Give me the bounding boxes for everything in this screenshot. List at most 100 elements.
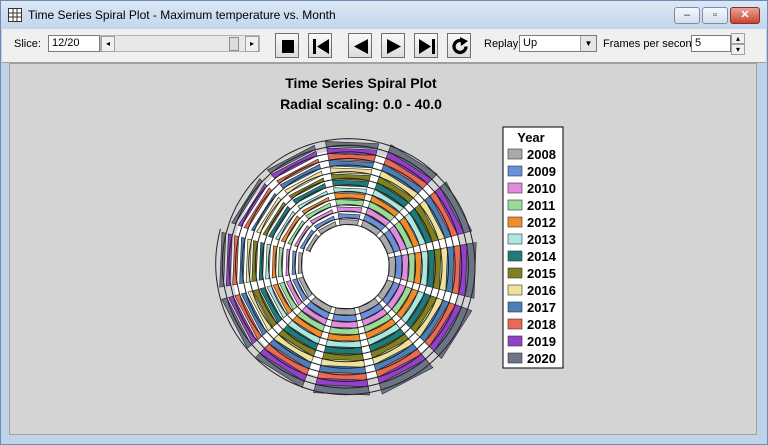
legend-label-2019: 2019 (527, 334, 556, 349)
spiral-bar-2012-nov (272, 283, 293, 315)
spiral-bar-2009-nov (292, 278, 308, 302)
legend-label-2016: 2016 (527, 283, 556, 298)
legend-swatch-2012 (507, 216, 523, 228)
legend: Year 2008 2009 2010 2011 2012 2013 2014 2015 201… (502, 126, 564, 369)
window-title: Time Series Spiral Plot - Maximum temper… (28, 8, 336, 22)
spiral-bar-2020-apr (388, 144, 438, 180)
fps-input[interactable]: 5 (691, 35, 731, 52)
legend-swatch-2010 (507, 182, 523, 194)
refresh-icon (452, 37, 468, 55)
spiral-bar-2012-feb (301, 196, 330, 214)
slice-label: Slice: (14, 38, 41, 50)
legend-label-2012: 2012 (527, 215, 556, 230)
fps-label: Frames per second: (603, 38, 701, 50)
legend-swatch-2018 (507, 318, 523, 330)
legend-label-2014: 2014 (527, 249, 557, 264)
legend-swatch-2016 (507, 284, 523, 296)
replay-select[interactable]: Up ▼ (519, 35, 597, 52)
spiral-bar-2020-may (439, 181, 473, 234)
previous-frame-button[interactable] (348, 33, 372, 58)
legend-swatch-2013 (507, 233, 523, 245)
legend-swatch-2014 (507, 250, 523, 262)
stop-button[interactable] (275, 33, 299, 58)
plot-area: Time Series Spiral Plot Radial scaling: … (9, 63, 757, 435)
next-frame-button[interactable] (381, 33, 405, 58)
legend-swatch-2019 (507, 335, 523, 347)
spiral-bar-2013-nov (266, 285, 288, 319)
legend-label-2017: 2017 (527, 300, 556, 315)
spiral-bar-2011-nov (278, 281, 298, 311)
spiral-bar-2020-nov (221, 297, 252, 349)
legend-label-2010: 2010 (527, 181, 556, 196)
legend-label-2008: 2008 (527, 147, 556, 162)
spiral-bar-2019-feb (270, 150, 318, 179)
spin-up-icon[interactable]: ▴ (731, 33, 745, 44)
replay-select-value: Up (523, 37, 538, 49)
last-frame-button[interactable] (414, 33, 438, 58)
chevron-down-icon[interactable]: ▼ (580, 36, 596, 51)
legend-swatch-2020 (507, 352, 523, 364)
minimize-button[interactable]: – (674, 7, 700, 24)
spiral-bar-2014-nov (259, 287, 283, 324)
legend-label-2009: 2009 (527, 164, 556, 179)
spiral-bar-2013-feb (297, 190, 328, 209)
spiral-bar-2019-nov (228, 295, 257, 345)
spiral-bar-2014-jan (268, 205, 291, 238)
spiral-bar-2012-jan (280, 215, 301, 243)
spiral-plot-app-icon (8, 8, 22, 22)
play-forward-icon (387, 39, 401, 54)
spiral-chart: Time Series Spiral Plot Radial scaling: … (215, 75, 564, 396)
spin-down-icon[interactable]: ▾ (731, 44, 745, 55)
replay-button[interactable] (447, 33, 471, 58)
legend-swatch-2009 (507, 165, 523, 177)
play-backward-icon (354, 39, 368, 54)
spiral-bar-2016-jan (256, 196, 282, 234)
spiral-bar-2010-feb (309, 209, 334, 225)
title-bar[interactable]: Time Series Spiral Plot - Maximum temper… (1, 1, 767, 29)
slice-right-arrow[interactable]: ▸ (245, 36, 259, 52)
spiral-baseline (215, 138, 476, 396)
spiral-bar-2015-feb (288, 177, 325, 199)
slice-slider[interactable]: ◂ ▸ (100, 35, 260, 52)
spiral-bar-2011-feb (305, 202, 332, 220)
slice-slider-thumb[interactable] (229, 37, 239, 51)
slice-input[interactable]: 12/20 (48, 35, 100, 52)
spiral-bar-2016-feb (284, 170, 323, 194)
close-button[interactable]: ✕ (730, 7, 760, 24)
close-icon: ✕ (740, 9, 750, 21)
maximize-button[interactable]: ▫ (702, 7, 728, 24)
spiral-bar-2016-nov (247, 290, 272, 332)
toolbar: Slice: 12/20 ◂ ▸ Replay: (2, 29, 766, 63)
maximize-icon: ▫ (713, 9, 717, 21)
minimize-icon: – (683, 9, 691, 21)
chart-subtitle: Radial scaling: 0.0 - 40.0 (280, 96, 442, 112)
skip-to-start-icon (313, 39, 329, 54)
legend-label-2018: 2018 (527, 317, 556, 332)
replay-label: Replay: (484, 38, 522, 50)
spiral-bar-2015-nov (252, 288, 278, 328)
legend-label-2011: 2011 (527, 198, 555, 213)
chart-title: Time Series Spiral Plot (285, 75, 437, 91)
spiral-bar-2008-nov (298, 276, 313, 298)
legend-title: Year (517, 130, 544, 145)
spiral-bar-2017-nov (240, 292, 267, 336)
slice-left-arrow[interactable]: ◂ (101, 36, 115, 52)
spiral-bar-2009-feb (313, 215, 335, 230)
spiral-bar-2010-nov (285, 280, 303, 306)
legend-label-2013: 2013 (527, 232, 556, 247)
spiral-bar-2011-jan (287, 220, 305, 245)
spiral-bar-2020-jul (433, 306, 473, 359)
spiral-bar-2018-nov (234, 294, 262, 341)
legend-swatch-2017 (507, 301, 523, 313)
legend-swatch-2011 (507, 199, 523, 211)
legend-swatch-2015 (507, 267, 523, 279)
stop-icon (282, 40, 294, 53)
legend-label-2015: 2015 (527, 266, 556, 281)
spiral-bar-2013-jan (274, 210, 296, 241)
legend-swatch-2008 (507, 148, 523, 160)
spiral-bar-2017-feb (279, 163, 321, 189)
first-frame-button[interactable] (308, 33, 332, 58)
spiral-bar-2010-jan (293, 225, 310, 248)
skip-to-end-icon (419, 39, 435, 54)
